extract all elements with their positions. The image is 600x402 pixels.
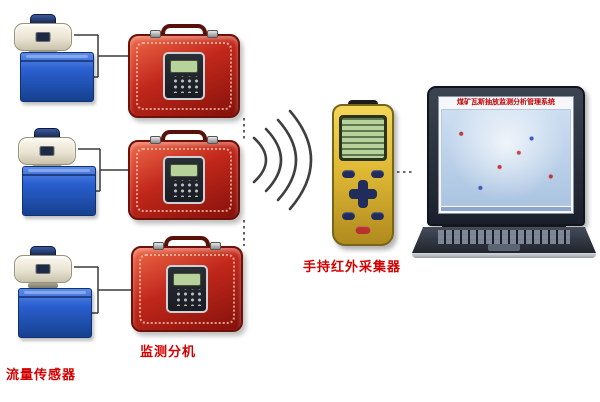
box-lid-seam [23,174,95,176]
case-body [128,34,240,118]
laptop-screen-bezel: 煤矿瓦斯抽放监测分析管理系统 [427,86,585,226]
keypad-button [342,212,355,220]
wireless-signal-icon [252,109,313,211]
signal-arc [264,127,283,193]
laptop-hinge [442,224,566,229]
case-clasp [206,30,218,38]
box-highlight [26,55,88,58]
case-handle [161,24,207,38]
sensor-body [14,255,72,283]
monitor-unit-case [131,236,243,332]
label-flow-sensor: 流量传感器 [6,368,77,383]
panel-keypad [170,180,198,197]
flow-sensor-base-box [22,166,96,216]
case-rivet-trim [139,254,235,324]
box-highlight [24,291,86,294]
signal-arc [288,109,313,211]
dpad-horizontal [349,189,377,199]
panel-keypad [170,76,198,93]
handheld-body [332,104,394,246]
keypad-button [342,170,355,178]
label-monitor-unit: 监测分机 [140,345,197,360]
flow-sensor-base-box [18,288,92,338]
handheld-keypad [334,166,392,238]
keypad-button [371,212,384,220]
flow-sensor-transmitter [12,14,74,56]
laptop-keyboard [438,230,570,244]
laptop-trackpad [488,244,520,251]
flow-sensor-base-box [20,52,94,102]
laptop-screen-content [441,109,571,206]
case-clasp [206,136,218,144]
laptop-front-edge [412,253,596,258]
sensor-body [18,137,76,165]
sensor-flange [28,283,58,288]
panel-keypad [173,289,201,306]
laptop-display: 煤矿瓦斯抽放监测分析管理系统 [438,96,574,214]
case-clasp [209,242,221,250]
panel-lcd-screen [170,60,198,73]
monitor-unit-case [128,130,240,220]
handheld-collector [332,100,394,246]
box-highlight [28,169,90,172]
lcd-pixels [342,118,384,158]
laptop-taskbar [441,207,571,211]
flow-sensor-transmitter [16,128,78,170]
panel-lcd-screen [173,273,201,286]
case-rivet-trim [136,42,232,110]
keypad-button [371,170,384,178]
panel-lcd-screen [170,164,198,177]
label-handheld-collector: 手持红外采集器 [303,260,402,275]
sensor-display-window [39,146,55,156]
sensor-display-window [35,264,51,274]
case-clasp [153,242,165,250]
box-lid-seam [19,296,91,298]
case-handle [164,236,210,250]
monitor-unit-case [128,24,240,118]
signal-arc [252,136,268,184]
laptop: 煤矿瓦斯抽放监测分析管理系统 [412,86,596,258]
case-clasp [150,30,162,38]
case-rivet-trim [136,148,232,212]
sensor-body [14,23,72,51]
laptop-screen-title: 煤矿瓦斯抽放监测分析管理系统 [457,98,555,106]
signal-arc [276,118,298,202]
sensor-display-window [35,32,51,42]
case-control-panel [163,156,205,204]
laptop-base [412,227,596,253]
power-button [355,226,371,234]
case-body [131,246,243,332]
infrared-window [348,100,378,107]
flow-sensor-transmitter [12,246,74,288]
box-lid-seam [21,60,93,62]
case-clasp [150,136,162,144]
handheld-lcd-screen [339,115,387,161]
case-handle [161,130,207,144]
case-body [128,140,240,220]
dpad-buttons [349,180,377,208]
case-control-panel [163,52,205,100]
case-control-panel [166,265,208,313]
